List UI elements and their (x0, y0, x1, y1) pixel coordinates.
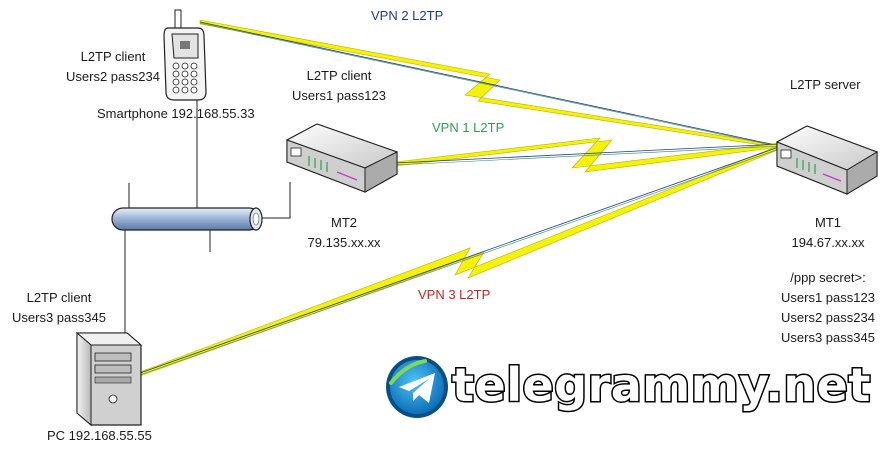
mt2-name-label: MT2 79.135.xx.xx (294, 213, 394, 253)
vpn3-label: VPN 3 L2TP (418, 287, 491, 302)
pc-role-label: L2TP client Users3 pass345 (4, 288, 114, 328)
mt1-secrets-block: /ppp secret>: Users1 pass123 Users2 pass… (770, 268, 886, 348)
smartphone-role-line2: Users2 pass234 (66, 69, 160, 84)
smartphone-role-line1: L2TP client (80, 49, 146, 64)
mt1-name-label: MT1 194.67.xx.xx (778, 213, 878, 253)
pc-name-label: PC 192.168.55.55 (47, 428, 152, 443)
vpn3-tunnel (139, 145, 781, 377)
mt2-ip: 79.135.xx.xx (307, 235, 381, 250)
smartphone-role-label: L2TP client Users2 pass234 (58, 47, 168, 87)
secrets-header: /ppp secret>: (790, 270, 866, 285)
mt1-role-label: L2TP server (790, 77, 861, 92)
mt2-role-line1: L2TP client (306, 68, 372, 83)
telegram-logo-icon (386, 356, 448, 418)
mt2-role-label: L2TP client Users1 pass123 (284, 66, 394, 106)
pc-tower-icon (75, 331, 143, 427)
lan-wires (124, 95, 291, 345)
router-mt2-icon (285, 123, 399, 193)
mt1-ip: 194.67.xx.xx (791, 235, 865, 250)
vpn2-label: VPN 2 L2TP (371, 8, 444, 23)
vpn1-label: VPN 1 L2TP (432, 120, 505, 135)
mt2-name: MT2 (331, 215, 357, 230)
watermark: telegrammy.net (382, 352, 882, 432)
watermark-text: telegrammy.net (451, 357, 872, 414)
mt1-name: MT1 (815, 215, 841, 230)
smartphone-icon (163, 9, 207, 101)
secret-entry: Users1 pass123 (781, 290, 875, 305)
mt2-role-line2: Users1 pass123 (292, 88, 386, 103)
router-mt1-icon (775, 125, 879, 195)
pc-role-line1: L2TP client (26, 290, 92, 305)
secret-entry: Users2 pass234 (781, 310, 875, 325)
secret-entry: Users3 pass345 (781, 330, 875, 345)
pc-role-line2: Users3 pass345 (12, 310, 106, 325)
lan-hub-pipe (111, 207, 263, 231)
smartphone-name-label: Smartphone 192.168.55.33 (97, 106, 255, 121)
